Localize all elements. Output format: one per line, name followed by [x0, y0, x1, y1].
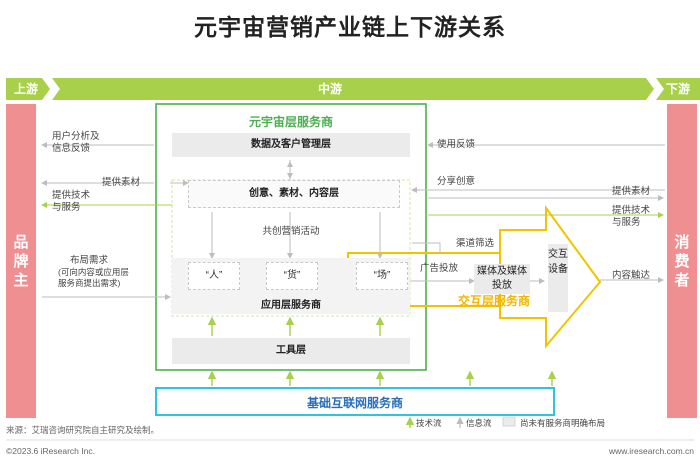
creative-dashed-frame: [171, 179, 411, 317]
source-note: 来源：艾瑞咨询研究院自主研究及绘制。: [6, 425, 160, 435]
midstream-arrow: [52, 78, 654, 100]
co-marketing-label: 共创营销活动: [262, 226, 320, 237]
data-management-box: 数据及客户管理层: [172, 133, 410, 157]
right-tech-service-label: 提供技术 与服务: [612, 205, 651, 228]
stage-upstream: 上游: [13, 82, 38, 96]
content-reach-label: 内容触达: [612, 270, 651, 281]
upstream-arrow: [6, 78, 50, 100]
copyright: ©2023.6 iResearch Inc.: [6, 446, 95, 456]
goods-box: “货”: [266, 262, 318, 290]
user-analysis-label: 用户分析及 信息反馈: [52, 131, 100, 154]
layout-need-note: (可向内容或应用层 服务商提出需求): [58, 267, 129, 288]
infra-provider-label: 基础互联网服务商: [306, 396, 403, 410]
app-layer-label: 应用层服务商: [261, 300, 321, 311]
left-tech-service-label: 提供技术 与服务: [52, 190, 91, 213]
consumer-bar: 消费者: [667, 104, 697, 418]
channel-filter-label: 渠道筛选: [456, 238, 495, 249]
consumer-label: 消费者: [674, 233, 690, 289]
downstream-arrow: [656, 78, 700, 100]
usage-feedback-label: 使用反馈: [437, 139, 476, 150]
page-title: 元宇宙营销产业链上下游关系: [194, 14, 506, 40]
brand-owner-label: 品牌主: [13, 233, 29, 289]
right-provide-material-label: 提供素材: [612, 186, 651, 197]
creative-content-box: 创意、素材、内容层: [188, 180, 400, 208]
left-provide-material-label: 提供素材: [102, 177, 141, 188]
person-box: “人”: [188, 262, 240, 290]
brand-owner-bar: 品牌主: [6, 104, 36, 418]
service-layer-frame: [155, 103, 427, 371]
place-box: “场”: [356, 262, 408, 290]
device-box: 交互设备: [548, 244, 568, 312]
service-layer-title: 元宇宙层服务商: [248, 115, 333, 129]
stage-downstream: 下游: [665, 82, 690, 96]
ad-delivery-label: 广告投放: [420, 263, 459, 274]
infra-frame: [155, 387, 555, 416]
legend-undefined: 尚未有服务商明确布局: [520, 418, 606, 428]
share-creative-label: 分享创意: [437, 176, 476, 187]
stage-midstream: 中游: [317, 82, 342, 96]
legend-info-flow: 信息流: [466, 418, 492, 428]
website-link[interactable]: www.iresearch.com.cn: [608, 446, 694, 456]
legend-tech-flow: 技术流: [416, 418, 442, 428]
interaction-layer-title: 交互层服务商: [458, 294, 531, 308]
media-box: 媒体及媒体投放: [474, 264, 530, 294]
layout-need-label: 布局需求: [70, 255, 109, 266]
tool-layer-box: 工具层: [172, 338, 410, 364]
